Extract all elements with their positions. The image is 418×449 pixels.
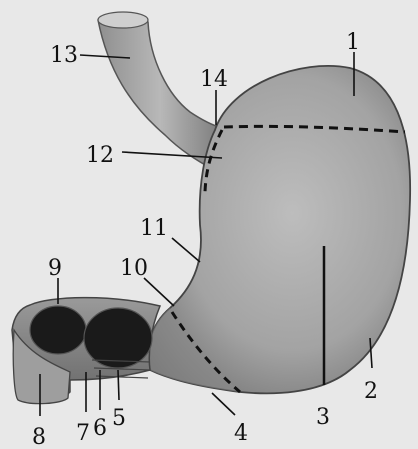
label-13: 13: [50, 43, 78, 68]
label-1: 1: [346, 30, 360, 55]
label-4: 4: [234, 421, 248, 446]
leader-5: [118, 370, 119, 400]
label-3: 3: [316, 405, 330, 430]
label-9: 9: [48, 256, 62, 281]
label-14: 14: [200, 67, 228, 92]
duodenum-lumen-1: [30, 306, 86, 354]
label-8: 8: [32, 425, 46, 449]
label-12: 12: [86, 143, 114, 168]
label-10: 10: [120, 256, 148, 281]
duodenum-lumen-2: [84, 308, 152, 368]
esophagus-opening: [98, 12, 148, 28]
label-11: 11: [140, 216, 168, 241]
label-7: 7: [76, 421, 90, 446]
label-6: 6: [93, 416, 107, 441]
label-2: 2: [364, 379, 378, 404]
label-5: 5: [112, 406, 126, 431]
